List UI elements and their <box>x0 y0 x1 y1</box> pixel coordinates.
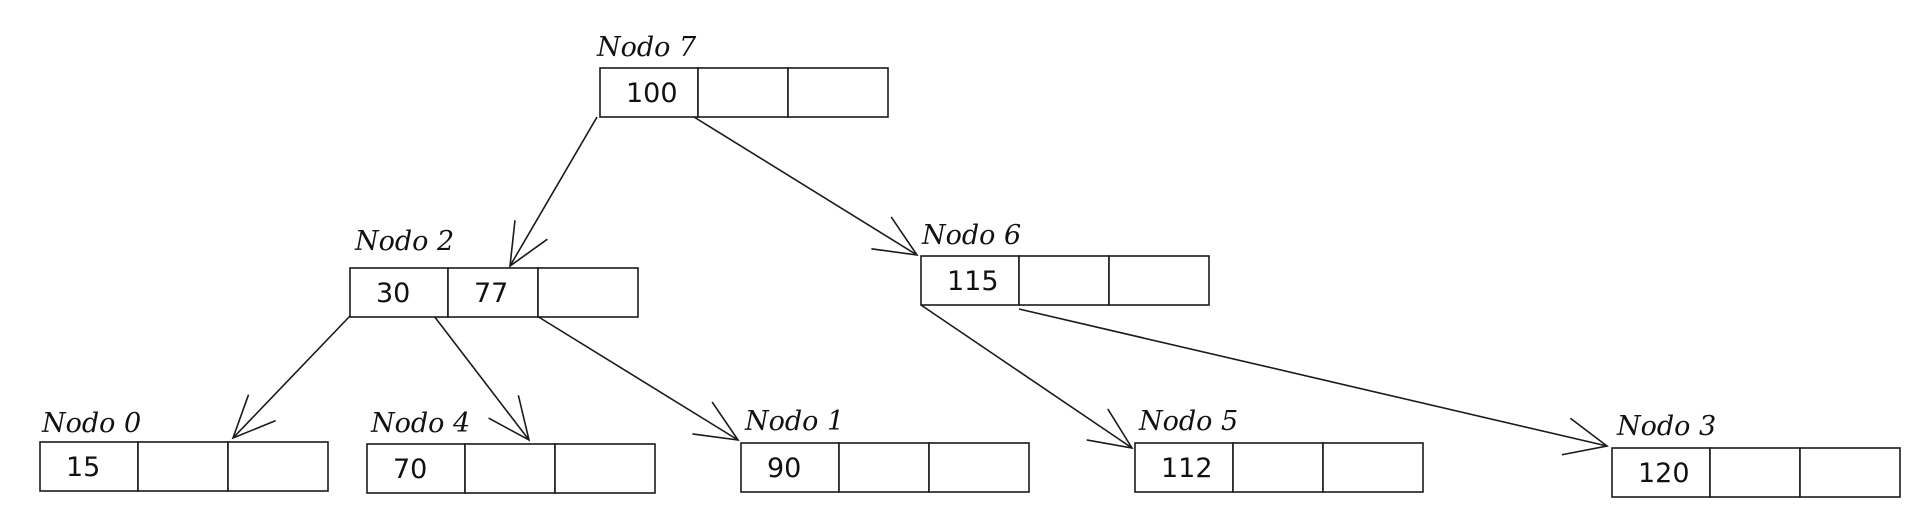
node-title: Nodo 0 <box>41 408 141 439</box>
node-n4: Nodo 4 70 <box>366 408 656 494</box>
edge-n2-to-n1 <box>536 315 740 442</box>
node-cell <box>1018 255 1110 306</box>
node-title: Nodo 3 <box>1616 411 1716 442</box>
arrowhead <box>231 394 276 440</box>
node-key: 100 <box>626 78 678 109</box>
edge-n7-to-n6 <box>693 116 919 257</box>
node-title: Nodo 2 <box>354 226 454 257</box>
edge-line <box>920 304 1133 449</box>
node-cell <box>554 443 656 494</box>
node-n6: Nodo 6 115 <box>920 220 1210 306</box>
edge-line <box>536 315 739 441</box>
node-cell <box>227 441 329 492</box>
edge-n6-to-n3 <box>1018 308 1609 456</box>
arrowhead <box>488 395 531 442</box>
edge-n2-to-n4 <box>433 315 531 442</box>
node-key: 120 <box>1638 458 1690 489</box>
arrowhead <box>871 216 919 257</box>
node-title: Nodo 6 <box>921 220 1021 251</box>
edges-layer <box>231 116 1609 456</box>
node-cell <box>838 442 930 493</box>
node-key: 112 <box>1161 453 1213 484</box>
edge-line <box>509 116 598 267</box>
node-title: Nodo 4 <box>370 408 470 439</box>
node-title: Nodo 5 <box>1138 406 1238 437</box>
arrowhead <box>1561 417 1609 456</box>
edge-n7-to-n2 <box>509 116 598 268</box>
node-key: 90 <box>767 453 801 484</box>
edge-line <box>693 116 918 256</box>
node-cell <box>137 441 229 492</box>
arrowhead <box>509 220 548 268</box>
arrowhead <box>692 401 740 442</box>
edge-n2-to-n0 <box>231 315 351 440</box>
node-n1: Nodo 1 90 <box>740 406 1030 493</box>
node-cell <box>537 267 639 318</box>
node-n2: Nodo 2 30 77 <box>349 226 639 318</box>
node-key: 115 <box>947 266 999 297</box>
node-key: 70 <box>393 454 427 485</box>
node-title: Nodo 7 <box>596 32 697 63</box>
node-cell <box>1322 442 1424 493</box>
node-key: 15 <box>66 452 100 483</box>
edge-line <box>232 315 351 439</box>
node-cell <box>464 443 556 494</box>
node-cell <box>740 442 840 493</box>
node-cell <box>1232 442 1324 493</box>
node-cell <box>1799 447 1901 498</box>
node-key: 30 <box>376 278 410 309</box>
arrowhead <box>1086 408 1134 450</box>
node-cell <box>787 67 889 118</box>
node-n0: Nodo 0 15 <box>39 408 329 492</box>
node-cell <box>697 67 789 118</box>
node-cell <box>1108 255 1210 306</box>
node-n3: Nodo 3 120 <box>1611 411 1901 498</box>
node-n7: Nodo 7 100 <box>596 32 889 118</box>
edge-line <box>1018 308 1608 447</box>
node-cell <box>366 443 466 494</box>
node-n5: Nodo 5 112 <box>1134 406 1424 493</box>
edge-line <box>433 315 530 441</box>
node-cell <box>928 442 1030 493</box>
node-title: Nodo 1 <box>744 406 844 437</box>
node-cell <box>1709 447 1801 498</box>
node-key: 77 <box>474 278 508 309</box>
edge-n6-to-n5 <box>920 304 1134 450</box>
node-cell <box>1134 442 1234 493</box>
